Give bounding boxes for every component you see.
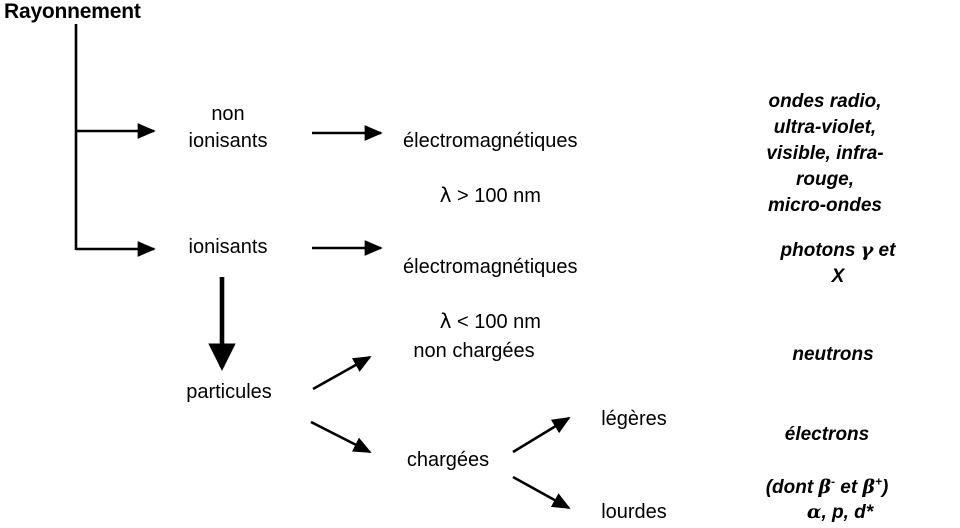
node-lourdes: lourdes [601, 501, 667, 523]
result-photons-suffix: et X [831, 240, 896, 287]
node-em-non-ionisants-line1: électromagnétiques [403, 130, 578, 152]
result-lourdes: α, p, d* [807, 499, 873, 526]
node-non-ionisants: non ionisants [188, 103, 268, 152]
gamma-symbol: γ [860, 239, 874, 261]
arrow-chargees-to-lourdes [512, 475, 571, 510]
lambda-symbol: λ [439, 183, 452, 207]
node-ionisants: ionisants [188, 236, 268, 258]
result-electrons-open: (dont [765, 477, 819, 498]
node-chargees: chargées [406, 449, 490, 471]
lambda-symbol: λ [439, 309, 452, 333]
node-em-ionisants-line2: λ < 100 nm [403, 308, 578, 336]
arrow-particules-to-non-chargees [312, 355, 372, 391]
node-em-non-ionisants: électromagnétiques λ > 100 nm [403, 101, 578, 237]
result-photons: photons γ et X [777, 237, 899, 290]
node-em-ionisants-line1: électromagnétiques [403, 256, 578, 278]
page-title: Rayonnement [4, 0, 141, 23]
result-electrons-line2: (dont β- et β+) [766, 474, 889, 501]
result-electrons-line1: électrons [784, 424, 870, 445]
em-non-ionisants-wavelength: > 100 nm [451, 185, 541, 207]
node-legeres: légères [601, 408, 667, 430]
beta-plus-symbol: β [862, 476, 876, 498]
beta-minus-symbol: β [818, 476, 832, 498]
em-ionisants-wavelength: < 100 nm [451, 311, 541, 333]
result-non-ionisants: ondes radio, ultra-violet, visible, infr… [766, 91, 884, 216]
result-electrons-conjunction: et [835, 477, 863, 498]
alpha-symbol: α [806, 501, 822, 523]
result-electrons-close: ) [881, 477, 889, 498]
node-em-ionisants: électromagnétiques λ < 100 nm [403, 227, 578, 363]
result-lourdes-rest: , p, d* [821, 502, 874, 523]
result-neutrons: neutrons [792, 344, 874, 365]
node-em-non-ionisants-line2: λ > 100 nm [403, 182, 578, 210]
beta-minus-sign: - [831, 475, 836, 489]
result-photons-prefix: photons [780, 240, 861, 261]
node-non-chargees: non chargées [413, 340, 535, 362]
arrow-particules-to-chargees [310, 420, 372, 454]
result-electrons: électrons (dont β- et β+) [766, 396, 889, 527]
node-particules: particules [186, 381, 272, 403]
beta-plus-sign: + [875, 475, 882, 489]
arrow-chargees-to-legeres [512, 416, 571, 454]
